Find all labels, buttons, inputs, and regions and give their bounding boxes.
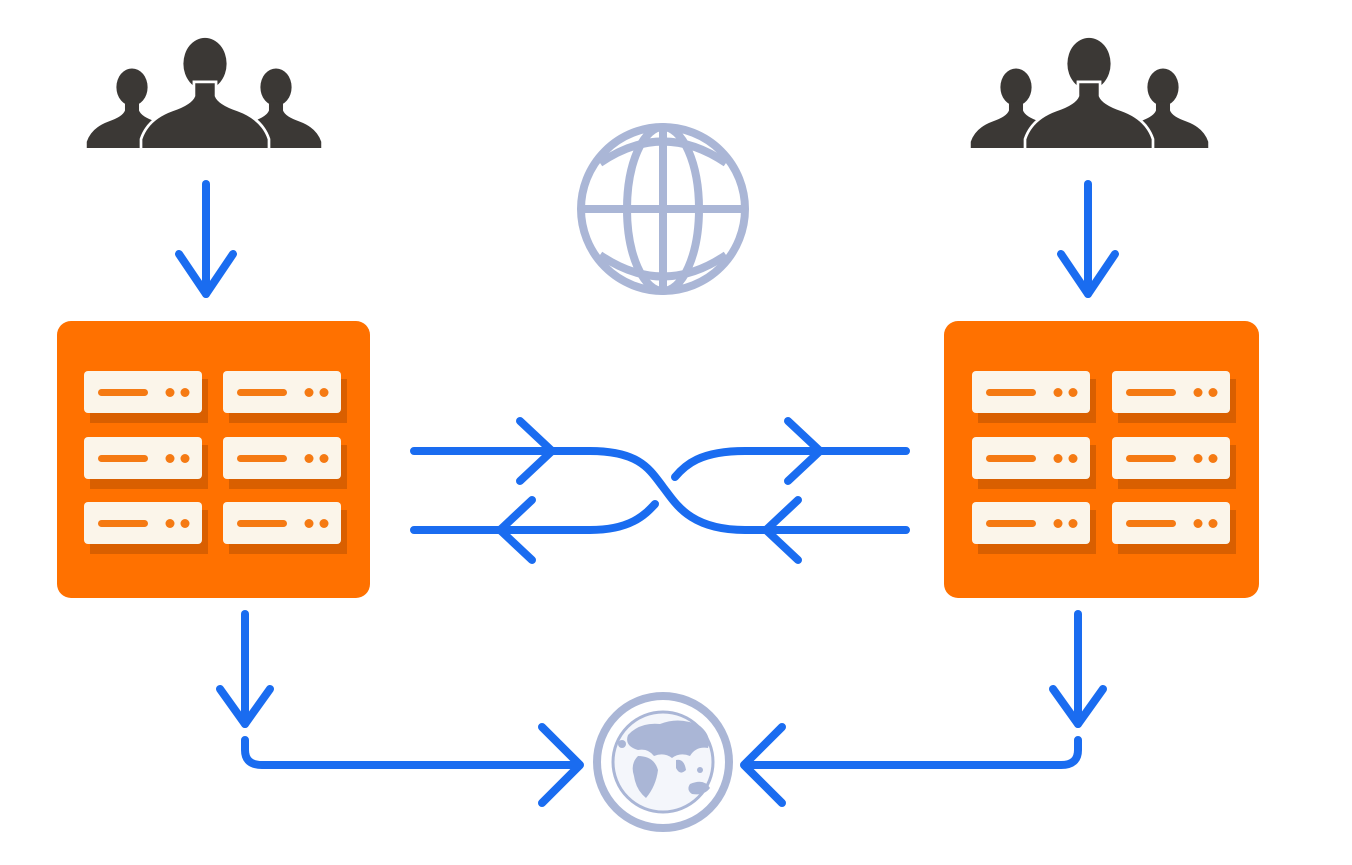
globe-wireframe-icon <box>577 123 749 295</box>
world-map-globe-icon <box>593 692 733 832</box>
user-group-icon-left <box>86 38 322 148</box>
server-cluster-left <box>57 321 370 598</box>
user-group-icon-right <box>970 38 1209 148</box>
arrow-sync-left-to-right <box>410 417 910 534</box>
arrow-sync-right-to-left <box>410 447 910 564</box>
arrow-users-to-server-right <box>1057 180 1119 298</box>
arrow-users-to-server-left <box>175 180 237 298</box>
server-cluster-right <box>944 321 1259 598</box>
arrow-server-left-to-world <box>216 610 584 807</box>
arrow-server-right-to-world <box>740 610 1107 807</box>
